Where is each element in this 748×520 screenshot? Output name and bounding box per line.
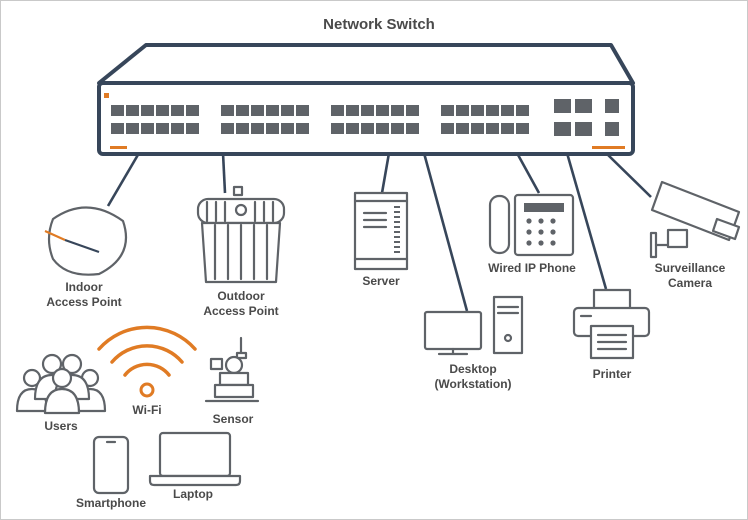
switch-port (456, 123, 469, 134)
switch-port (406, 105, 419, 116)
smartphone-icon (92, 435, 130, 495)
switch-port (236, 105, 249, 116)
label-smartphone: Smartphone (76, 496, 146, 510)
switch-port (471, 105, 484, 116)
switch-port (516, 123, 529, 134)
link-indoor-ap (106, 152, 141, 207)
connection-lines (106, 152, 652, 312)
label-indoor-ap-1: Indoor (65, 280, 103, 294)
switch-port (376, 123, 389, 134)
switch-port (605, 122, 619, 136)
switch-port (266, 105, 279, 116)
users-icon (15, 353, 107, 415)
switch-port (331, 105, 344, 116)
label-camera-1: Surveillance (655, 261, 726, 275)
label-outdoor-ap-1: Outdoor (217, 289, 265, 303)
switch-port (605, 99, 619, 113)
switch-port (251, 105, 264, 116)
desktop-icon (423, 295, 524, 356)
switch-port (376, 105, 389, 116)
switch-port (516, 105, 529, 116)
switch-port (554, 122, 571, 136)
label-sensor: Sensor (213, 412, 254, 426)
switch-port (554, 99, 571, 113)
laptop-icon (148, 431, 242, 487)
switch-port (251, 123, 264, 134)
label-users: Users (44, 419, 78, 433)
switch-port (221, 105, 234, 116)
label-indoor-ap-2: Access Point (46, 295, 121, 309)
link-outdoor-ap (221, 152, 227, 194)
link-server (380, 152, 391, 194)
switch-port (486, 123, 499, 134)
switch-port (406, 123, 419, 134)
switch-port (296, 105, 309, 116)
switch-port (156, 123, 169, 134)
server-icon (353, 191, 409, 271)
switch-port (126, 105, 139, 116)
switch-port (575, 122, 592, 136)
status-strip-right (592, 146, 625, 149)
switch-port (156, 105, 169, 116)
switch-port (361, 123, 374, 134)
switch-port (126, 123, 139, 134)
link-desktop (422, 152, 469, 312)
link-ip-phone (515, 152, 541, 194)
status-strip-left (110, 146, 127, 149)
switch-port (456, 105, 469, 116)
label-ip-phone: Wired IP Phone (488, 261, 576, 275)
switch-port (575, 99, 592, 113)
printer-icon (572, 288, 651, 360)
switch-port (186, 123, 199, 134)
switch-port (111, 123, 124, 134)
outdoor-access-point-icon (196, 185, 286, 284)
switch-port (111, 105, 124, 116)
label-laptop: Laptop (173, 487, 213, 501)
switch-port (171, 123, 184, 134)
switch-port (331, 123, 344, 134)
label-outdoor-ap-2: Access Point (203, 304, 278, 318)
label-wifi: Wi-Fi (132, 403, 161, 417)
link-printer (565, 152, 608, 290)
switch-port (266, 123, 279, 134)
switch-port (501, 105, 514, 116)
switch-port (486, 105, 499, 116)
switch-ports (111, 99, 619, 136)
switch-port (361, 105, 374, 116)
label-desktop-2: (Workstation) (434, 377, 511, 391)
switch-port (391, 123, 404, 134)
switch-port (501, 123, 514, 134)
switch-port (141, 105, 154, 116)
switch-port (171, 105, 184, 116)
switch-port (471, 123, 484, 134)
diagram-title: Network Switch (323, 16, 435, 33)
network-switch-icon (97, 43, 635, 156)
status-led-icon (104, 93, 109, 98)
switch-port (141, 123, 154, 134)
switch-port (281, 123, 294, 134)
label-desktop-1: Desktop (449, 362, 496, 376)
switch-port (441, 105, 454, 116)
switch-port (391, 105, 404, 116)
label-camera-2: Camera (668, 276, 712, 290)
switch-port (346, 123, 359, 134)
switch-port (236, 123, 249, 134)
switch-port (281, 105, 294, 116)
sensor-icon (204, 336, 260, 403)
surveillance-camera-icon (649, 180, 741, 259)
switch-port (296, 123, 309, 134)
switch-port (221, 123, 234, 134)
phone-keypad (526, 218, 556, 246)
label-server: Server (362, 274, 400, 288)
switch-port (186, 105, 199, 116)
indoor-access-point-icon (44, 206, 128, 276)
wifi-icon (97, 325, 197, 398)
link-camera (605, 152, 652, 198)
switch-port (441, 123, 454, 134)
switch-port (346, 105, 359, 116)
label-printer: Printer (593, 367, 632, 381)
ip-phone-icon (488, 193, 575, 257)
